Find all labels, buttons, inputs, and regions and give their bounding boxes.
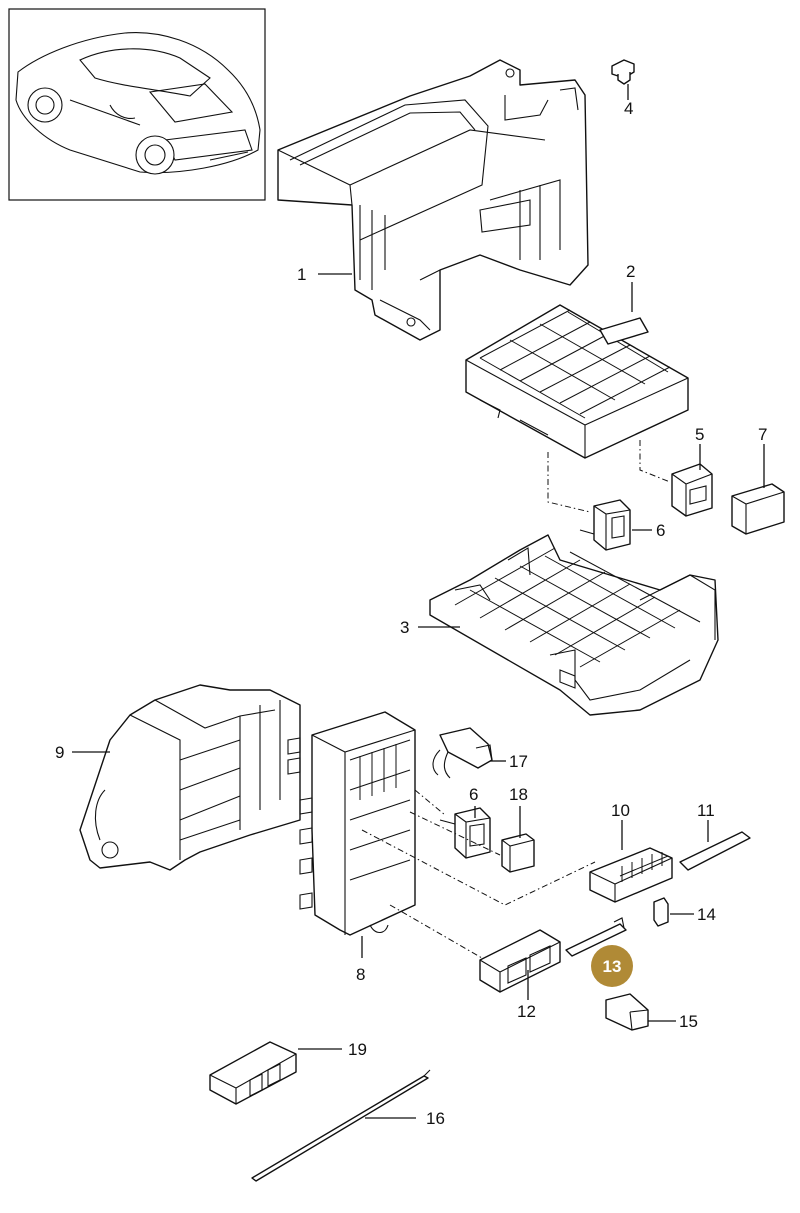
callout-10: 10 (611, 801, 630, 820)
part-5-relay (671, 463, 713, 517)
callout-labels: 1 2 3 4 5 6 7 8 9 10 11 12 14 15 16 17 6… (55, 99, 767, 1128)
part-7-relay (731, 483, 785, 535)
leader-lines (72, 84, 765, 1119)
highlight-badge-circle[interactable] (591, 945, 633, 987)
part-15-connector (605, 993, 649, 1031)
assembly-dashed-lines (361, 440, 671, 959)
callout-6-upper: 6 (656, 521, 665, 540)
callout-17: 17 (509, 752, 528, 771)
callout-11: 11 (697, 801, 715, 820)
part-18-relay (501, 833, 535, 873)
callout-9: 9 (55, 743, 64, 762)
part-3-lower-tray (429, 534, 719, 716)
callout-14: 14 (697, 905, 716, 924)
part-2-relay-box (465, 304, 689, 459)
part-17-connector (432, 727, 493, 779)
callout-19: 19 (348, 1040, 367, 1059)
callout-3: 3 (400, 618, 409, 637)
callout-15: 15 (679, 1012, 698, 1031)
callout-1: 1 (297, 265, 306, 284)
part-13-contact-strip (565, 917, 627, 957)
part-8-fuse-box (299, 711, 416, 936)
callout-4: 4 (624, 99, 633, 118)
callout-8: 8 (356, 965, 365, 984)
part-19-terminal-block (209, 1041, 297, 1105)
callout-12: 12 (517, 1002, 536, 1021)
part-14-clip (653, 897, 669, 927)
part-13-highlight-badge[interactable]: 13 (591, 945, 633, 987)
callout-6-lower: 6 (469, 785, 478, 804)
callout-5: 5 (695, 425, 704, 444)
part-6-connector-upper (579, 499, 631, 551)
part-11-locking-strip (679, 831, 751, 871)
part-6-connector-lower (439, 807, 491, 859)
callout-2: 2 (626, 262, 635, 281)
part-9-side-housing (79, 684, 301, 871)
callout-7: 7 (758, 425, 767, 444)
part-16-rod (251, 1069, 431, 1182)
callout-16: 16 (426, 1109, 445, 1128)
part-12-connector-housing (479, 929, 561, 993)
callout-18: 18 (509, 785, 528, 804)
part-4-bolt (611, 59, 635, 85)
vehicle-thumbnail (8, 8, 266, 201)
part-1-carrier-bracket (277, 59, 589, 341)
part-10-connector-block (589, 847, 673, 903)
